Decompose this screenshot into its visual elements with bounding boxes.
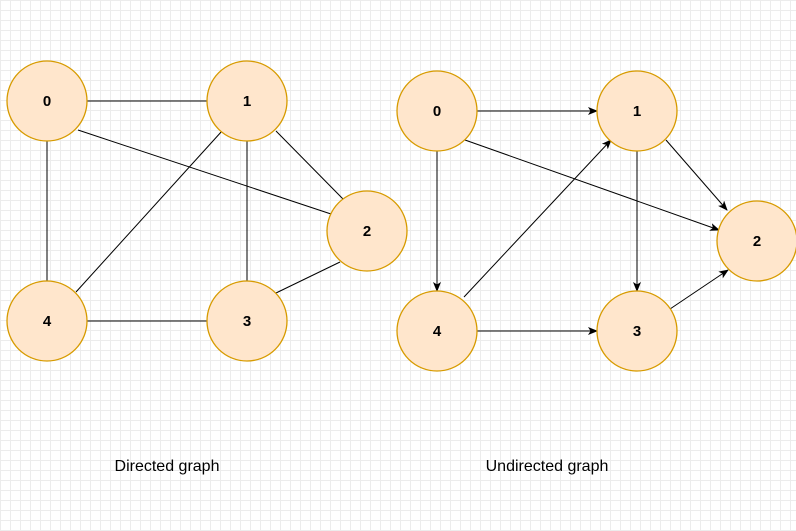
right-node-3[interactable]: 3 <box>596 290 678 372</box>
right-node-2[interactable]: 2 <box>716 200 796 282</box>
right-node-0[interactable]: 0 <box>396 70 478 152</box>
left-edge-2-3 <box>275 261 341 294</box>
left-node-2-label: 2 <box>363 223 371 240</box>
left-edge-0-2 <box>77 129 332 215</box>
left-edge-1-2 <box>275 130 344 200</box>
left-node-4[interactable]: 4 <box>6 280 88 362</box>
right-node-0-label: 0 <box>433 103 441 120</box>
left-node-3-circle <box>206 280 288 362</box>
left-graph-edges <box>46 100 344 322</box>
right-graph: 0 1 2 3 4 Undirected graph <box>396 70 796 475</box>
right-graph-edges <box>433 107 729 335</box>
right-node-1-circle <box>596 70 678 152</box>
left-node-3-label: 3 <box>243 313 251 330</box>
right-node-4-circle <box>396 290 478 372</box>
right-node-2-circle <box>716 200 796 282</box>
right-edge-1-2 <box>665 139 728 211</box>
left-node-4-label: 4 <box>43 313 52 330</box>
right-node-1-label: 1 <box>633 103 641 120</box>
left-node-0-label: 0 <box>43 93 51 110</box>
right-node-4-label: 4 <box>433 323 442 340</box>
right-graph-caption: Undirected graph <box>486 458 609 475</box>
right-node-3-circle <box>596 290 678 372</box>
right-node-2-label: 2 <box>753 233 761 250</box>
left-edge-1-4 <box>75 130 223 293</box>
left-node-2-circle <box>326 190 408 272</box>
right-graph-nodes: 0 1 2 3 4 <box>396 70 796 372</box>
right-node-4[interactable]: 4 <box>396 290 478 372</box>
right-edge-3-2 <box>669 269 729 310</box>
left-node-4-circle <box>6 280 88 362</box>
right-edge-0-2 <box>464 139 720 231</box>
left-node-1[interactable]: 1 <box>206 60 288 142</box>
right-node-1[interactable]: 1 <box>596 70 678 152</box>
left-graph: 0 1 2 3 4 Directed graph <box>6 60 408 475</box>
left-node-2[interactable]: 2 <box>326 190 408 272</box>
left-node-1-label: 1 <box>243 93 251 110</box>
left-node-0-circle <box>6 60 88 142</box>
right-node-0-circle <box>396 70 478 152</box>
left-node-3[interactable]: 3 <box>206 280 288 362</box>
left-node-1-circle <box>206 60 288 142</box>
right-edge-4-1 <box>463 139 612 298</box>
left-node-0[interactable]: 0 <box>6 60 88 142</box>
left-graph-caption: Directed graph <box>115 458 220 475</box>
right-node-3-label: 3 <box>633 323 641 340</box>
left-graph-nodes: 0 1 2 3 4 <box>6 60 408 362</box>
